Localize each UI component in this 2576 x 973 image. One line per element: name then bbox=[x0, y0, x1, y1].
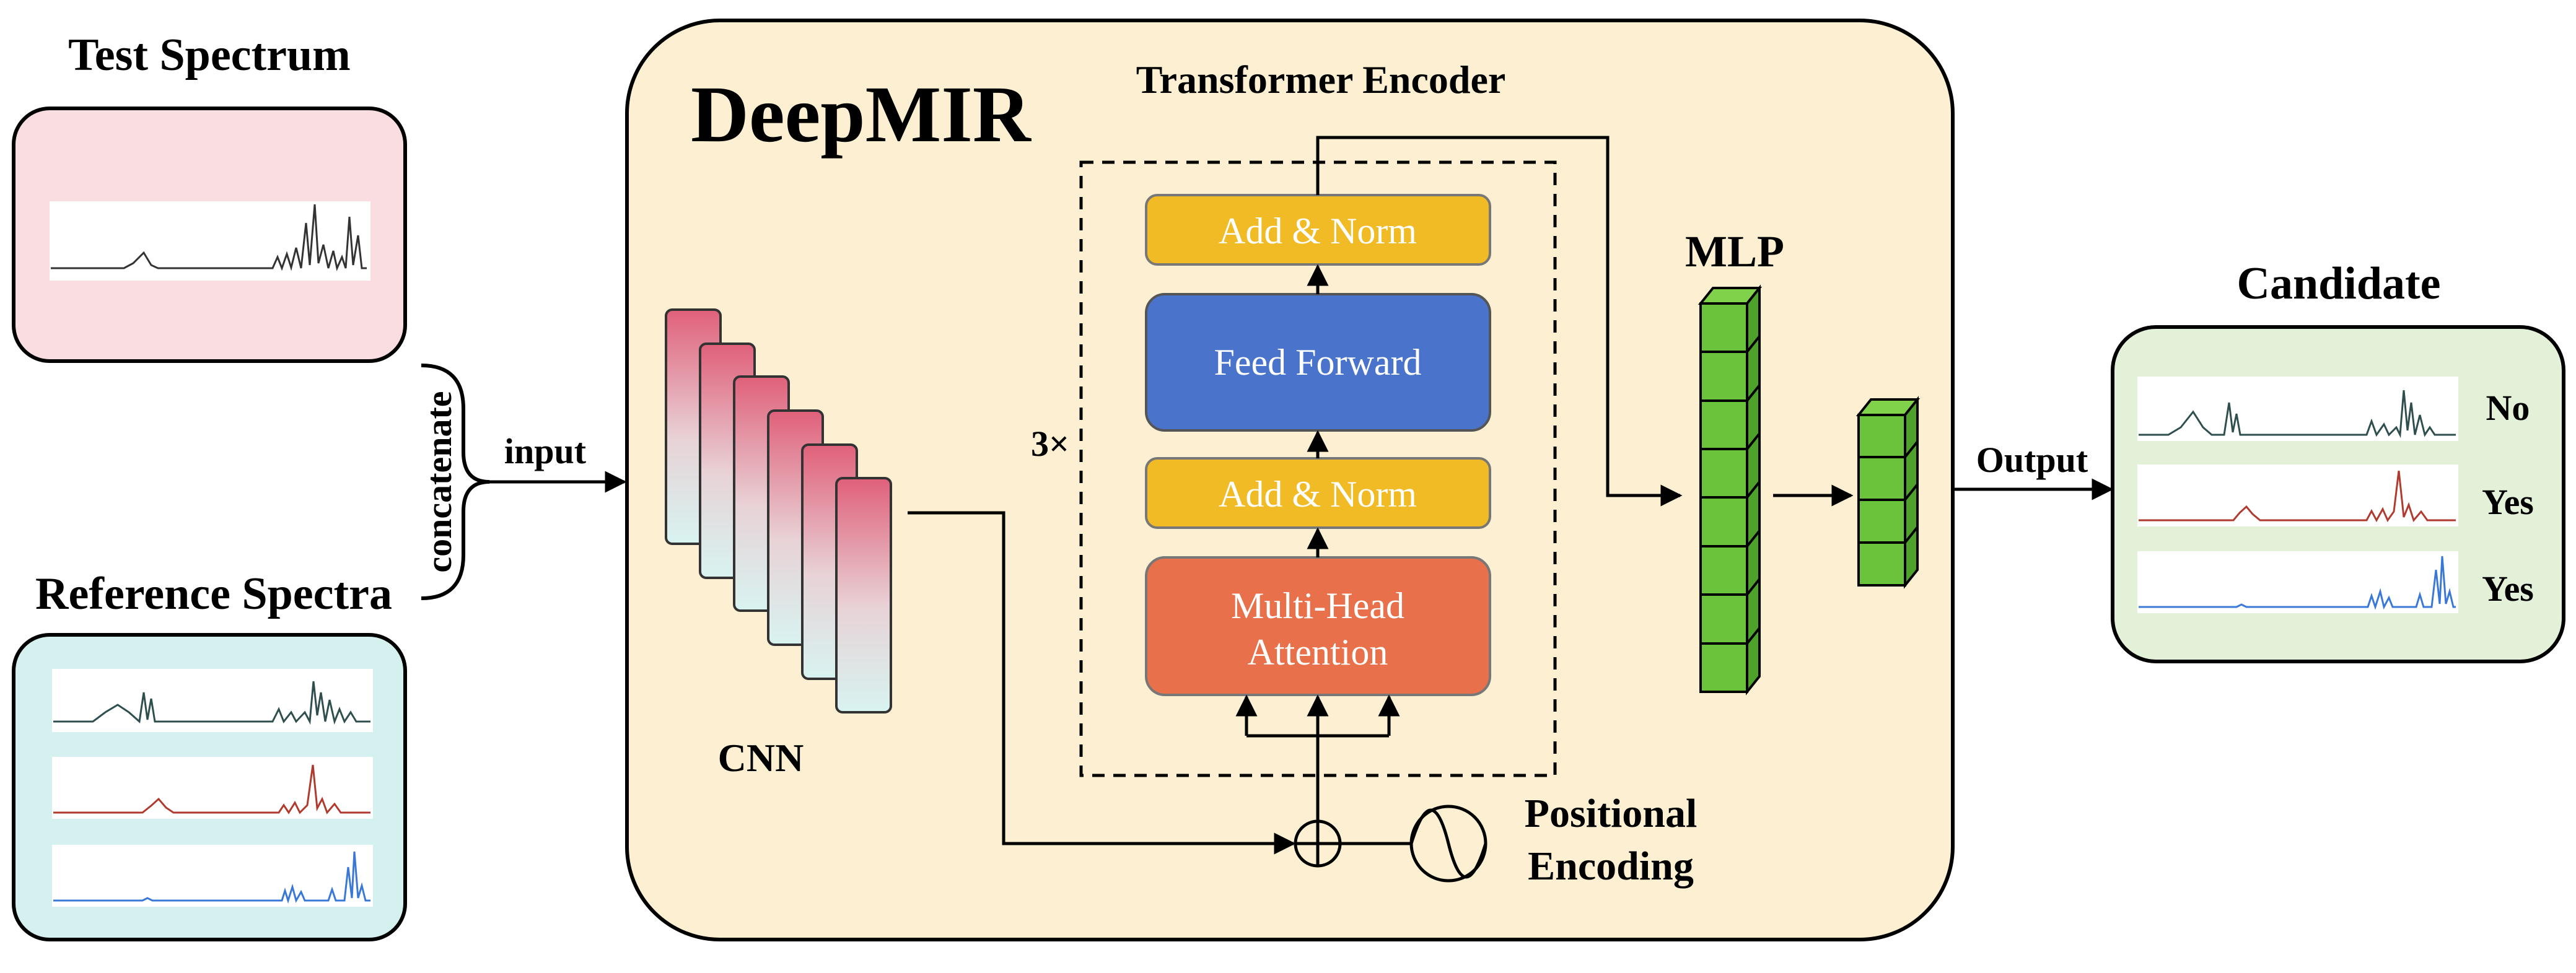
output-vector bbox=[1855, 396, 1921, 589]
candidate-answer-3: Yes bbox=[2482, 569, 2534, 609]
multi-head-label-line2: Attention bbox=[1248, 632, 1388, 673]
cnn-output-path bbox=[908, 511, 1296, 855]
mlp-column bbox=[1698, 284, 1763, 696]
candidate-spectrum-line-1 bbox=[2139, 390, 2456, 439]
add-norm-bottom-label: Add & Norm bbox=[1219, 474, 1417, 515]
cnn-label: CNN bbox=[718, 736, 804, 780]
sum-node-plus bbox=[1295, 821, 1340, 866]
reference-spectra-title: Reference Spectra bbox=[35, 569, 392, 619]
multi-head-label-line1: Multi-Head bbox=[1231, 585, 1404, 626]
mlp-label: MLP bbox=[1685, 227, 1784, 276]
multi-head-attention-block bbox=[1145, 556, 1491, 696]
output-vector-dividers bbox=[1859, 440, 1919, 544]
encoder-output-path bbox=[1316, 136, 1683, 507]
mlp-cell-dividers bbox=[1701, 335, 1761, 645]
reference-plot-bg-1 bbox=[52, 669, 373, 732]
candidate-answer-1: No bbox=[2486, 388, 2530, 428]
output-label: Output bbox=[1976, 440, 2088, 480]
feed-forward-label: Feed Forward bbox=[1214, 342, 1422, 383]
test-spectrum-title: Test Spectrum bbox=[68, 30, 351, 81]
input-label: input bbox=[504, 431, 587, 471]
positional-label-line1: Positional bbox=[1525, 791, 1698, 836]
candidate-plot-bg-3 bbox=[2137, 551, 2458, 613]
test-spectrum-line bbox=[51, 204, 367, 271]
add-norm-top-label: Add & Norm bbox=[1219, 211, 1417, 251]
sine-wave bbox=[1409, 808, 1487, 879]
repeat-label: 3× bbox=[1031, 424, 1069, 464]
candidate-spectrum-line-3 bbox=[2139, 556, 2456, 610]
concatenate-label: concatenate bbox=[419, 391, 459, 572]
reference-spectrum-line-1 bbox=[53, 681, 370, 725]
candidate-title: Candidate bbox=[2237, 258, 2441, 309]
transformer-encoder-title: Transformer Encoder bbox=[1136, 58, 1506, 102]
reference-plot-bg-3 bbox=[52, 845, 373, 907]
reference-spectrum-line-2 bbox=[53, 764, 370, 814]
candidate-answer-2: Yes bbox=[2482, 482, 2534, 522]
reference-plot-bg-2 bbox=[52, 757, 373, 819]
candidate-spectrum-line-2 bbox=[2139, 470, 2456, 523]
positional-label-line2: Encoding bbox=[1528, 844, 1694, 889]
cnn-layer-6 bbox=[835, 477, 892, 713]
reference-spectrum-line-3 bbox=[53, 851, 370, 904]
cnn-layer-stack bbox=[665, 308, 892, 713]
candidate-plot-bg-2 bbox=[2137, 465, 2458, 526]
deepmir-title: DeepMIR bbox=[691, 70, 1032, 159]
